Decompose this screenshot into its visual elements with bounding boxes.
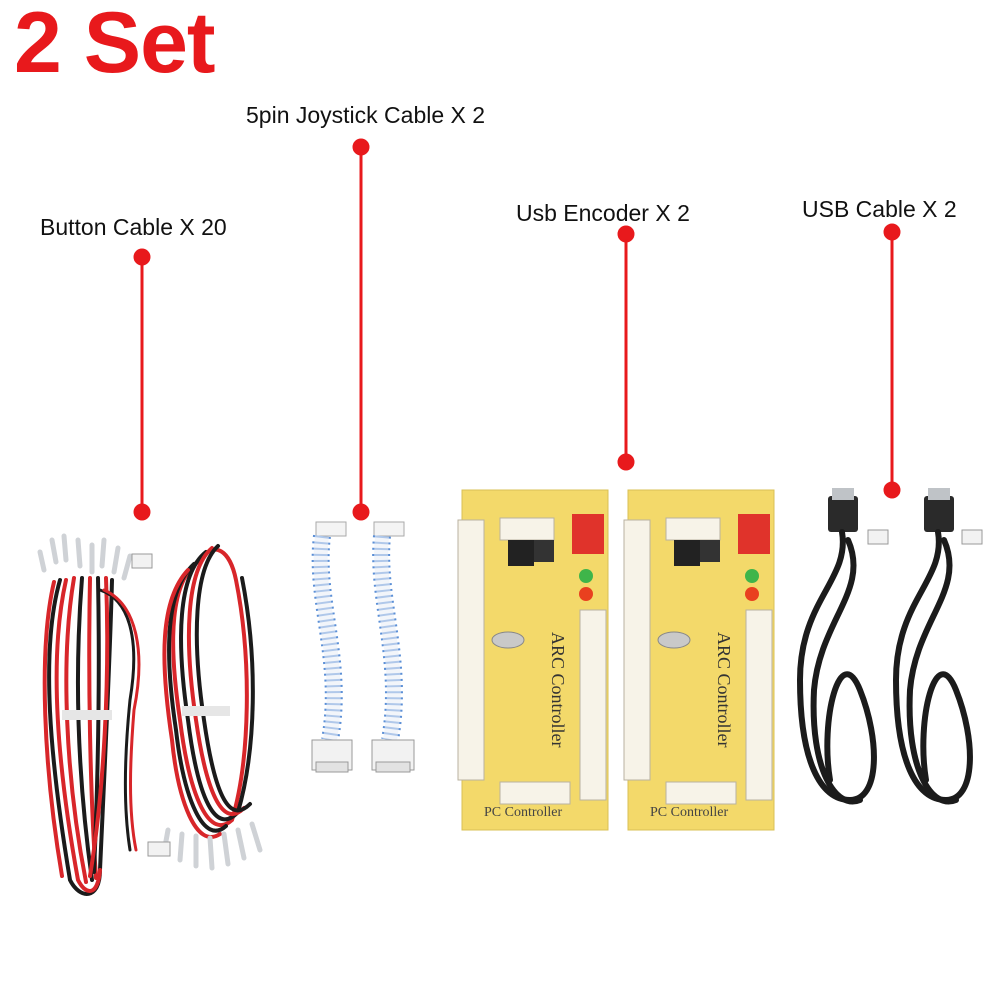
button-cable-bundle-right [147, 544, 263, 871]
board-1-title: ARC Controller [548, 632, 568, 748]
headline-set-count: 2 Set [14, 0, 216, 91]
leader-button-cable [133, 248, 151, 521]
leader-joystick-cable [352, 138, 370, 521]
joystick-cable-2 [371, 521, 415, 773]
board-2-footer: PC Controller [650, 805, 729, 820]
usb-encoder-board-2: ARC Controller PC Controller [623, 489, 775, 831]
usb-cable-2 [892, 488, 983, 805]
usb-cable-1 [796, 488, 889, 805]
usb-encoder-board-1: ARC Controller PC Controller [457, 489, 609, 831]
label-joystick-cable: 5pin Joystick Cable X 2 [246, 102, 486, 128]
leader-usb-cable [883, 223, 901, 499]
board-1-footer: PC Controller [484, 805, 563, 820]
label-usb-encoder: Usb Encoder X 2 [516, 200, 690, 226]
board-2-title: ARC Controller [714, 632, 734, 748]
label-usb-cable: USB Cable X 2 [802, 196, 957, 222]
label-button-cable: Button Cable X 20 [40, 214, 227, 240]
leader-usb-encoder [617, 225, 635, 471]
joystick-cable-1 [311, 521, 353, 773]
button-cable-bundle-left [37, 533, 153, 896]
